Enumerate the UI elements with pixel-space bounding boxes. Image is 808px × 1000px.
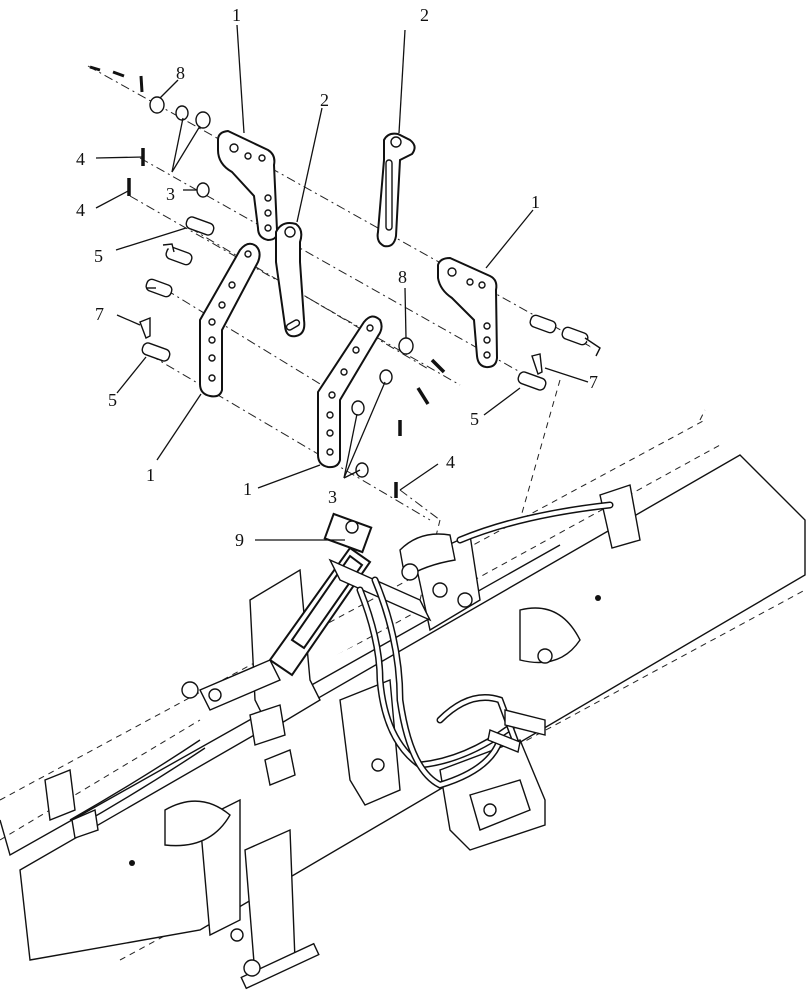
- callout-2: 2: [320, 90, 329, 110]
- callout-1: 1: [531, 192, 540, 212]
- turnbuckle-link-2-upper: [376, 132, 416, 248]
- washers-3: [175, 105, 393, 478]
- callout-3: 3: [166, 184, 175, 204]
- turnbuckle-link-2-center: [275, 222, 306, 338]
- link-plate-1-top: [217, 129, 279, 242]
- frame-brackets: [44, 595, 601, 990]
- side-link-1-center: [317, 315, 383, 469]
- callout-labels: 1 2 8 2 4 3 4 1 5 8 7 7 5 5 1 4 1 3 9: [76, 5, 598, 550]
- roll-pins-4: [89, 65, 446, 498]
- callout-9: 9: [235, 530, 244, 550]
- callout-2: 2: [420, 5, 429, 25]
- callout-5: 5: [470, 409, 479, 429]
- hitch-casting: [249, 484, 641, 806]
- lynch-clips-7: [139, 316, 543, 375]
- side-link-1-left: [199, 242, 261, 398]
- callout-1: 1: [146, 465, 155, 485]
- callout-4: 4: [446, 452, 455, 472]
- link-plate-1-right: [437, 256, 499, 369]
- callout-8: 8: [398, 267, 407, 287]
- callout-7: 7: [589, 372, 598, 392]
- leader-lines: [95, 24, 589, 541]
- callout-5: 5: [108, 390, 117, 410]
- callout-3: 3: [328, 487, 337, 507]
- hydraulic-hoses: [69, 501, 614, 839]
- clevis-pins-5: [141, 216, 601, 391]
- callout-1: 1: [243, 479, 252, 499]
- callout-4: 4: [76, 200, 85, 220]
- washers-8: [149, 96, 414, 355]
- callout-4: 4: [76, 149, 85, 169]
- callout-8: 8: [176, 63, 185, 83]
- callout-7: 7: [95, 304, 104, 324]
- hydraulic-cylinder: [181, 512, 432, 711]
- callout-1: 1: [232, 5, 241, 25]
- callout-5: 5: [94, 246, 103, 266]
